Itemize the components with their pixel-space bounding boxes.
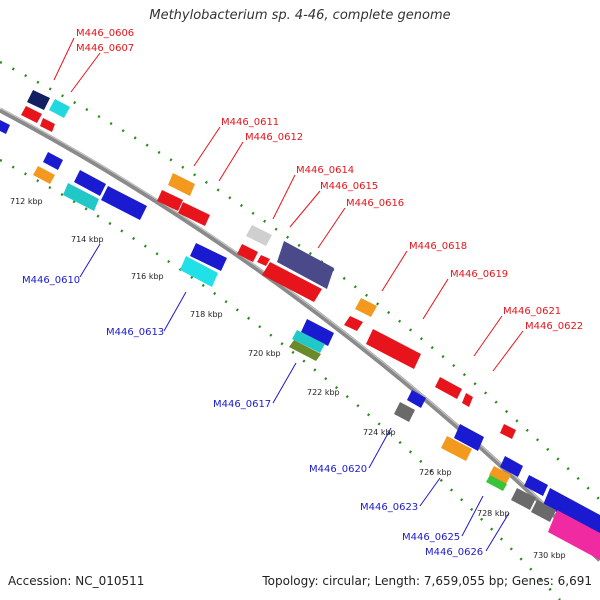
genome-backbone [0,107,600,562]
forward-gene-glyphs [21,90,516,439]
gene-glyph[interactable] [292,330,325,353]
gene-glyph[interactable] [543,488,600,535]
gene-glyph[interactable] [27,90,50,110]
gene-label-m446-0613[interactable]: M446_0613 [106,327,164,338]
gene-glyph[interactable] [21,106,42,123]
gene-glyph[interactable] [262,262,322,302]
gene-glyph[interactable] [531,500,556,522]
kbp-mark: 728 kbp [477,509,510,518]
gene-glyph[interactable] [500,456,523,477]
gene-glyph[interactable] [0,120,10,134]
gene-label-m446-0612[interactable]: M446_0612 [245,132,303,143]
gene-label-m446-0625[interactable]: M446_0625 [402,532,460,543]
reverse-gene-glyphs [0,120,600,560]
gene-glyph[interactable] [40,118,55,132]
gene-label-m446-0620[interactable]: M446_0620 [309,464,367,475]
gene-glyph[interactable] [63,183,99,211]
gene-label-m446-0618[interactable]: M446_0618 [409,241,467,252]
kbp-mark: 720 kbp [248,349,281,358]
gene-glyph[interactable] [500,424,516,439]
tick-track-inner [0,158,561,600]
gene-label-m446-0622[interactable]: M446_0622 [525,321,583,332]
gene-label-m446-0614[interactable]: M446_0614 [296,165,354,176]
gene-glyph[interactable] [441,436,472,461]
forward-callouts [53,37,524,372]
gene-glyph[interactable] [178,202,210,226]
gene-glyph[interactable] [74,170,106,196]
gene-label-m446-0611[interactable]: M446_0611 [221,117,279,128]
kbp-mark: 718 kbp [190,310,223,319]
gene-glyph[interactable] [101,186,147,220]
gene-glyph[interactable] [168,173,195,196]
kbp-mark: 722 kbp [307,388,340,397]
kbp-mark: 714 kbp [71,235,104,244]
gene-glyph[interactable] [548,510,600,560]
kbp-mark: 724 kbp [363,428,396,437]
gene-glyph[interactable] [43,152,63,170]
genome-summary-text: Topology: circular; Length: 7,659,055 bp… [262,574,592,588]
accession-text: Accession: NC_010511 [8,574,145,588]
gene-glyph[interactable] [301,319,334,346]
gene-label-m446-0606[interactable]: M446_0606 [76,28,134,39]
gene-glyph[interactable] [366,329,421,369]
gene-label-m446-0607[interactable]: M446_0607 [76,43,134,54]
gene-label-m446-0616[interactable]: M446_0616 [346,198,404,209]
gene-glyph[interactable] [237,244,258,262]
gene-label-m446-0619[interactable]: M446_0619 [450,269,508,280]
reverse-callouts [79,243,510,552]
gene-glyph[interactable] [157,190,183,211]
gene-glyph[interactable] [524,475,548,496]
gene-glyph[interactable] [454,424,484,451]
map-title: Methylobacterium sp. 4-46, complete geno… [149,8,451,23]
gene-glyph[interactable] [355,298,377,317]
gene-glyph[interactable] [277,241,334,289]
gene-glyph[interactable] [257,255,270,266]
gene-glyph[interactable] [246,225,272,246]
gene-glyph[interactable] [180,256,218,287]
gene-glyph[interactable] [344,316,363,331]
gene-glyph[interactable] [486,475,507,491]
gene-glyph[interactable] [489,466,511,484]
gene-glyph[interactable] [394,402,415,422]
gene-glyph[interactable] [190,243,227,271]
gene-label-m446-0615[interactable]: M446_0615 [320,181,378,192]
gene-glyph[interactable] [33,166,55,184]
gene-glyph[interactable] [435,377,462,399]
gene-label-m446-0623[interactable]: M446_0623 [360,502,418,513]
gene-label-m446-0621[interactable]: M446_0621 [503,306,561,317]
kbp-mark: 726 kbp [419,468,452,477]
gene-glyph[interactable] [407,390,426,408]
kbp-mark: 716 kbp [131,272,164,281]
gene-label-m446-0617[interactable]: M446_0617 [213,399,271,410]
gene-glyph[interactable] [289,340,321,361]
gene-glyph[interactable] [49,99,70,118]
kbp-mark: 730 kbp [533,551,566,560]
gene-glyph[interactable] [511,488,536,510]
gene-glyph[interactable] [462,393,473,407]
gene-label-m446-0610[interactable]: M446_0610 [22,275,80,286]
kbp-mark: 712 kbp [10,197,43,206]
gene-label-m446-0626[interactable]: M446_0626 [425,547,483,558]
